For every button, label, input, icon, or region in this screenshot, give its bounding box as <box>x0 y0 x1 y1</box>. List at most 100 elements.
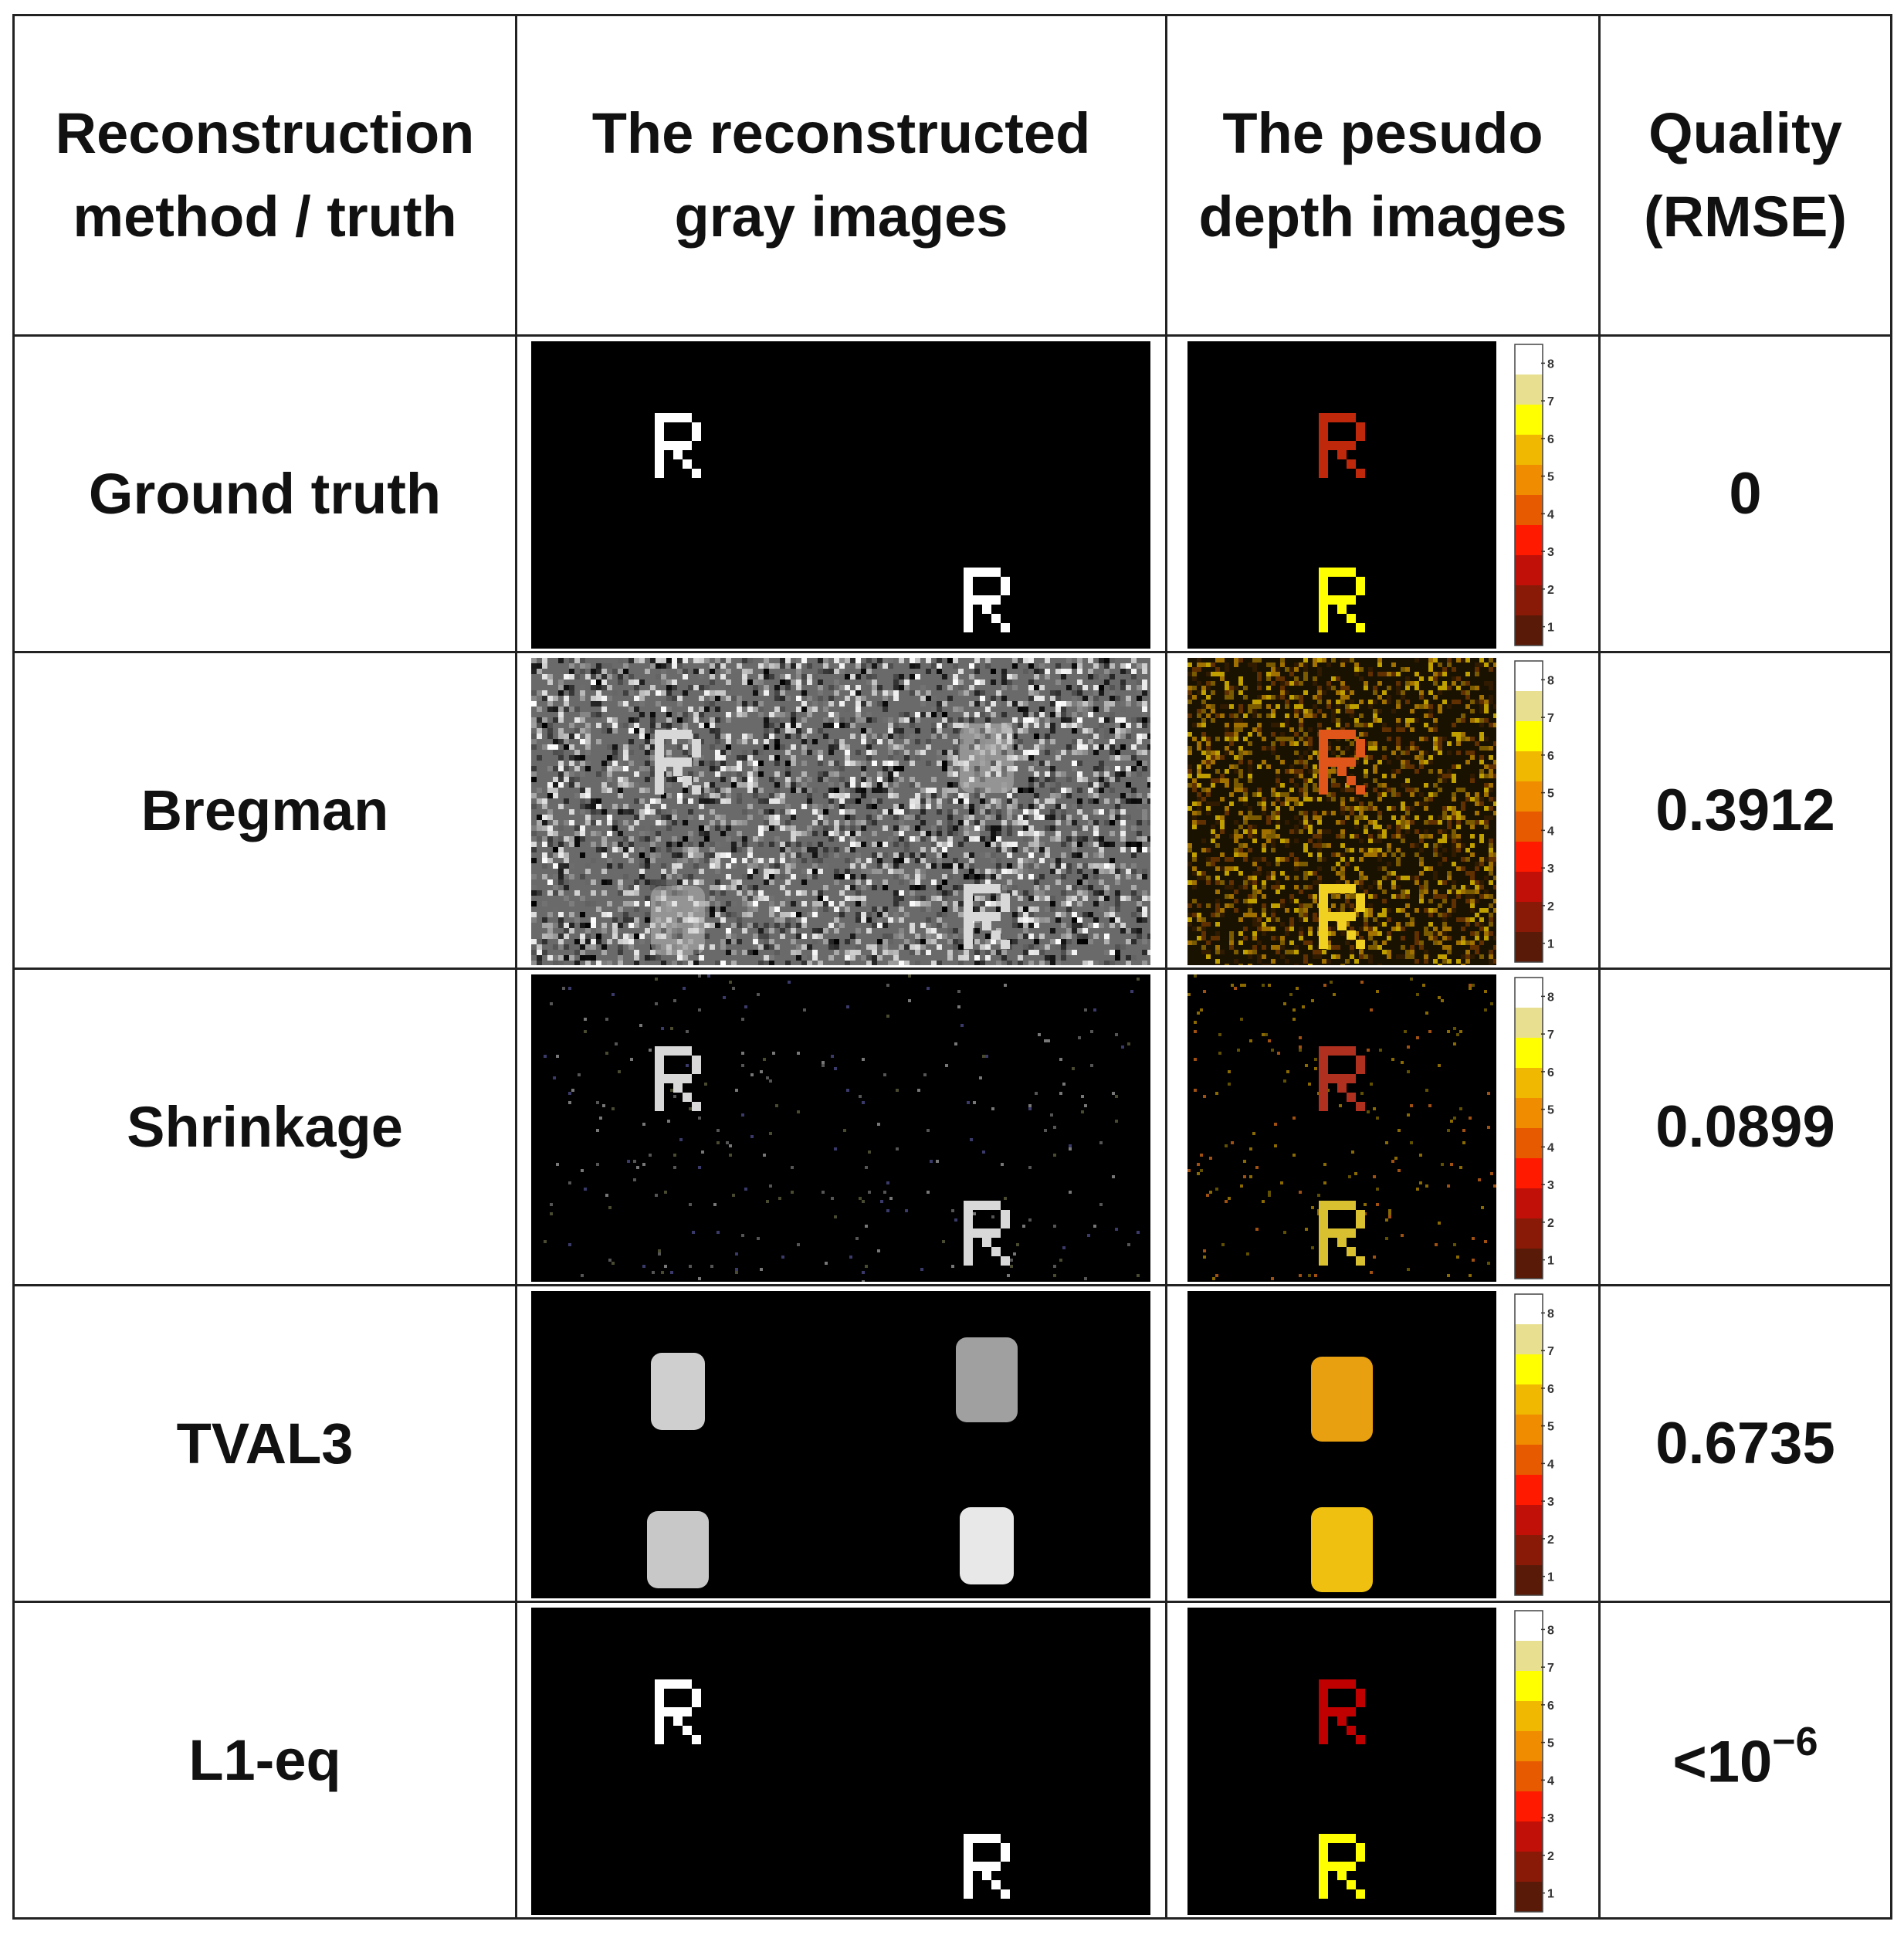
colorbar-tick-label: 5 <box>1547 1104 1554 1117</box>
method-name: L1-eq <box>12 1601 517 1920</box>
colorbar-tick-label: 6 <box>1547 1383 1554 1396</box>
letter-r-glyph <box>1319 884 1365 949</box>
gray-image-cell <box>515 1284 1167 1603</box>
gray-image-cell <box>515 968 1167 1286</box>
colorbar-segment <box>1515 374 1543 405</box>
colorbar-tick-label: 5 <box>1547 788 1554 801</box>
colorbar-segment <box>1515 1701 1543 1732</box>
blob-glyph <box>647 1511 709 1588</box>
colorbar-tick-label: 5 <box>1547 1421 1554 1434</box>
colorbar-segment <box>1515 1475 1543 1506</box>
colorbar-segment <box>1515 1882 1543 1913</box>
image-background <box>531 1608 1150 1915</box>
colorbar-tick-label: 1 <box>1547 1888 1554 1901</box>
colorbar-tick-label: 3 <box>1547 1179 1554 1192</box>
colorbar-tick-label: 1 <box>1547 1571 1554 1584</box>
colorbar-tick-label: 8 <box>1547 991 1554 1004</box>
colorbar-tick-label: 1 <box>1547 1255 1554 1268</box>
colorbar-segment <box>1515 1294 1543 1325</box>
colorbar-frame <box>1514 1610 1543 1913</box>
method-name: Bregman <box>12 651 517 970</box>
rmse-value: 0.0899 <box>1598 968 1892 1286</box>
colorbar-segment <box>1515 1611 1543 1642</box>
method-name: Shrinkage <box>12 968 517 1286</box>
colorbar-segment <box>1515 1415 1543 1445</box>
letter-r-glyph <box>655 1679 701 1744</box>
colorbar-segment <box>1515 751 1543 782</box>
image-background <box>531 974 1150 1282</box>
colorbar-segment <box>1515 585 1543 616</box>
method-name: TVAL3 <box>12 1284 517 1603</box>
gray-image <box>531 658 1150 965</box>
colorbar-segment <box>1515 405 1543 435</box>
colorbar-segment <box>1515 1128 1543 1159</box>
letter-r-glyph <box>1319 413 1365 478</box>
colorbar-tick-label: 4 <box>1547 1458 1554 1471</box>
depth-image <box>1187 974 1496 1282</box>
colorbar-segment <box>1515 1565 1543 1596</box>
colorbar-tick-label: 4 <box>1547 1141 1554 1154</box>
depth-image <box>1187 1291 1496 1598</box>
method-name: Ground truth <box>12 334 517 653</box>
colorbar-tick-label: 2 <box>1547 1217 1554 1230</box>
noise-pixels <box>544 974 1140 1282</box>
colorbar-segment <box>1515 1218 1543 1249</box>
colorbar: 1 2 3 4 5 6 7 8 <box>1514 977 1554 1279</box>
colorbar-segment <box>1515 1038 1543 1069</box>
header-method: Reconstruction method / truth <box>12 14 517 337</box>
letter-r-glyph <box>1319 1201 1365 1266</box>
gray-image <box>531 1608 1150 1915</box>
rmse-base: <10 <box>1672 1729 1773 1795</box>
gray-image-cell <box>515 651 1167 970</box>
letter-r-glyph <box>1319 730 1365 795</box>
colorbar-segment <box>1515 872 1543 903</box>
colorbar-segment <box>1515 495 1543 526</box>
colorbar-frame <box>1514 660 1543 963</box>
gray-image <box>531 1291 1150 1598</box>
gray-image <box>531 341 1150 649</box>
colorbar-tick-label: 6 <box>1547 433 1554 446</box>
depth-image <box>1187 341 1496 649</box>
depth-image <box>1187 1608 1496 1915</box>
colorbar-segment <box>1515 1008 1543 1039</box>
letter-r-glyph <box>964 1201 1010 1266</box>
header-gray: The reconstructed gray images <box>515 14 1167 337</box>
ghost-glyph <box>651 886 705 955</box>
colorbar-tick-label: 8 <box>1547 674 1554 687</box>
blob-glyph <box>651 1353 705 1430</box>
blob-glyph <box>956 1337 1018 1422</box>
header-quality-label: Quality (RMSE) <box>1643 101 1848 249</box>
letter-r-glyph <box>964 884 1010 949</box>
colorbar-tick-label: 7 <box>1547 1028 1554 1042</box>
colorbar-segment <box>1515 902 1543 933</box>
colorbar-segment <box>1515 661 1543 692</box>
ghost-glyph <box>960 724 1014 793</box>
table-row: Shrinkage 1 2 3 4 5 6 7 8 0.0899 <box>12 968 1892 1286</box>
colorbar-segment <box>1515 1188 1543 1219</box>
depth-image <box>1187 658 1496 965</box>
letter-r-glyph <box>1319 568 1365 632</box>
colorbar-tick-label: 1 <box>1547 938 1554 951</box>
colorbar-tick-label: 6 <box>1547 1066 1554 1079</box>
colorbar-segment <box>1515 1158 1543 1189</box>
colorbar-tick-label: 4 <box>1547 825 1554 838</box>
depth-image-cell: 1 2 3 4 5 6 7 8 <box>1165 968 1601 1286</box>
colorbar-tick-label: 4 <box>1547 1774 1554 1788</box>
colorbar-segment <box>1515 1249 1543 1279</box>
letter-r-glyph <box>655 1046 701 1111</box>
colorbar-segment <box>1515 721 1543 752</box>
colorbar-segment <box>1515 615 1543 646</box>
colorbar-segment <box>1515 435 1543 466</box>
image-background <box>531 341 1150 649</box>
colorbar-segment <box>1515 344 1543 375</box>
colorbar-segment <box>1515 555 1543 586</box>
colorbar-segment <box>1515 1505 1543 1536</box>
